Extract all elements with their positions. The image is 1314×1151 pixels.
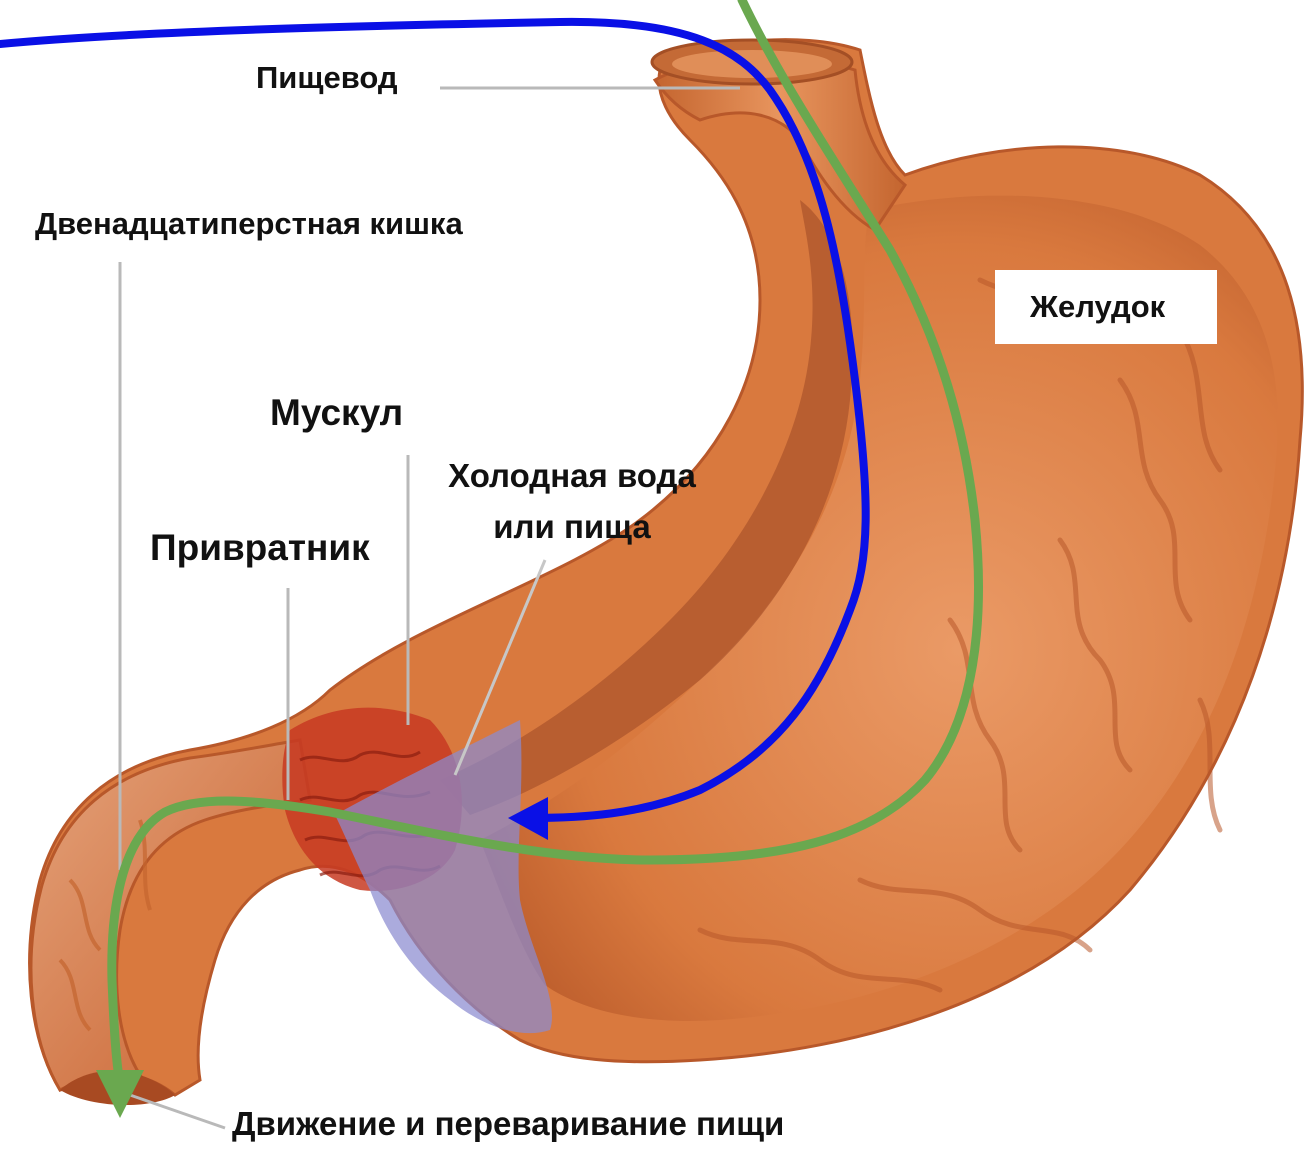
- duodenum-label: Двенадцатиперстная кишка: [35, 206, 463, 242]
- cold-water-label-line2: или пища: [440, 508, 704, 546]
- pylorus-label: Привратник: [150, 527, 370, 569]
- stomach-label: Желудок: [1030, 289, 1165, 325]
- movement-label: Движение и переваривание пищи: [232, 1105, 784, 1143]
- leader-movement: [130, 1095, 225, 1128]
- esophagus-label: Пищевод: [256, 60, 398, 96]
- cold-water-label-line1: Холодная вода: [440, 457, 704, 495]
- muscle-label: Мускул: [270, 392, 403, 434]
